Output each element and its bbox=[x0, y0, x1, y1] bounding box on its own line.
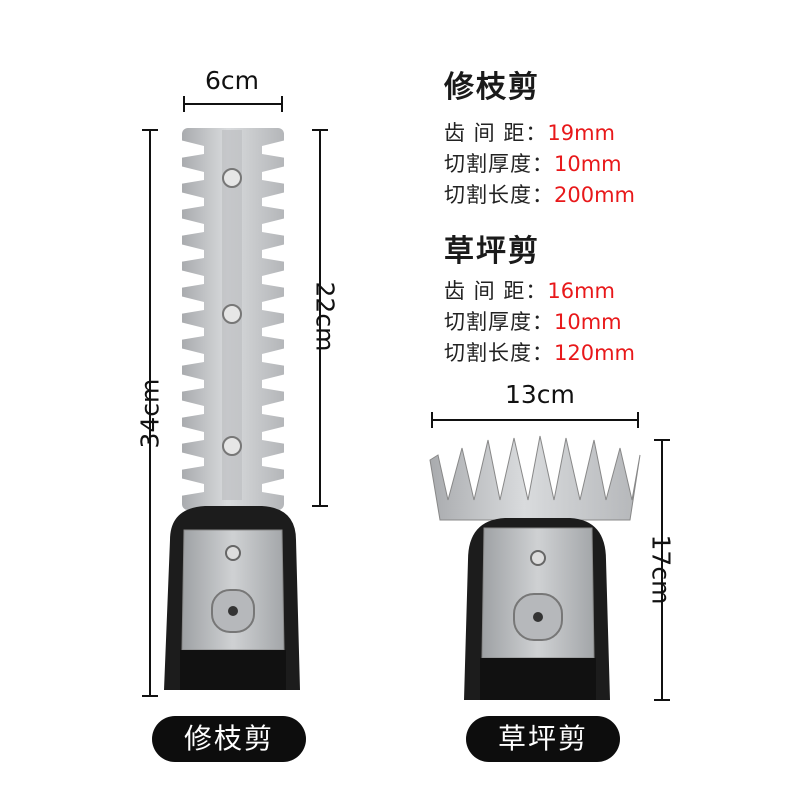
hedge-blade-notch bbox=[180, 270, 204, 288]
grass-shear-blade bbox=[429, 435, 641, 521]
spec-label: 齿 间 距： bbox=[444, 121, 548, 145]
spec-label: 切割长度： bbox=[444, 341, 554, 365]
spec-label: 切割长度： bbox=[444, 183, 554, 207]
hedge-blade-notch bbox=[180, 218, 204, 236]
hedge-caption-badge: 修枝剪 bbox=[152, 716, 306, 762]
spec-row: 齿 间 距：19mm bbox=[444, 118, 635, 149]
hedge-blade-notch bbox=[262, 400, 286, 418]
spec-value: 10mm bbox=[554, 152, 622, 176]
spec-value: 120mm bbox=[554, 341, 635, 365]
hedge-blade-notch bbox=[262, 478, 286, 496]
hedge-blade-notch bbox=[262, 322, 286, 340]
spec-title: 草坪剪 bbox=[444, 234, 540, 269]
hedge-blade-notch bbox=[262, 426, 286, 444]
spec-block-hedge: 修枝剪 齿 间 距：19mm 切割厚度：10mm 切割长度：200mm bbox=[444, 62, 635, 211]
hedge-blade-notch bbox=[262, 348, 286, 366]
hedge-blade-notch bbox=[180, 166, 204, 184]
grass-width-label: 13cm bbox=[505, 380, 575, 409]
spec-row: 切割厚度：10mm bbox=[444, 149, 635, 180]
hedge-blade-notch bbox=[180, 374, 204, 392]
spec-row: 切割厚度：10mm bbox=[444, 307, 635, 338]
hedge-blade-notch bbox=[180, 244, 204, 262]
hedge-blade-notch bbox=[262, 218, 286, 236]
spec-value: 200mm bbox=[554, 183, 635, 207]
dimension-lines bbox=[142, 96, 670, 701]
hedge-trimmer-housing bbox=[164, 506, 300, 690]
spec-row: 齿 间 距：16mm bbox=[444, 276, 635, 307]
hedge-blade-notch bbox=[262, 140, 286, 158]
hedge-blade-notch bbox=[180, 452, 204, 470]
hedge-blade-notch bbox=[262, 452, 286, 470]
hedge-blade-notch bbox=[262, 244, 286, 262]
hedge-blade-notch bbox=[180, 400, 204, 418]
hedge-blade-notch bbox=[180, 322, 204, 340]
grass-height-label: 17cm bbox=[646, 534, 676, 605]
grass-caption-badge: 草坪剪 bbox=[466, 716, 620, 762]
hedge-blade-notch bbox=[180, 296, 204, 314]
spec-row: 切割长度：200mm bbox=[444, 180, 635, 211]
spec-row: 切割长度：120mm bbox=[444, 338, 635, 369]
hedge-total-length-label: 34cm bbox=[135, 378, 165, 449]
hedge-blade-rivet bbox=[222, 168, 242, 456]
spec-value: 16mm bbox=[547, 279, 615, 303]
hedge-blade-notch bbox=[180, 192, 204, 210]
hedge-blade-notch bbox=[262, 192, 286, 210]
hedge-width-label: 6cm bbox=[205, 66, 260, 95]
spec-label: 切割厚度： bbox=[444, 152, 554, 176]
spec-block-grass: 草坪剪 齿 间 距：16mm 切割厚度：10mm 切割长度：120mm bbox=[444, 226, 635, 369]
spec-label: 切割厚度： bbox=[444, 310, 554, 334]
spec-value: 10mm bbox=[554, 310, 622, 334]
spec-label: 齿 间 距： bbox=[444, 279, 548, 303]
hedge-blade-notch bbox=[262, 374, 286, 392]
hedge-blade-length-label: 22cm bbox=[310, 281, 340, 352]
hedge-blade-notch bbox=[180, 426, 204, 444]
hedge-blade-notch bbox=[262, 296, 286, 314]
hedge-blade-notch bbox=[180, 140, 204, 158]
spec-value: 19mm bbox=[547, 121, 615, 145]
spec-title: 修枝剪 bbox=[444, 70, 540, 105]
hedge-blade-notch bbox=[262, 270, 286, 288]
grass-shear-housing bbox=[464, 518, 610, 700]
hedge-blade-notch bbox=[262, 166, 286, 184]
hedge-blade-notch bbox=[180, 478, 204, 496]
hedge-blade-notch bbox=[180, 348, 204, 366]
